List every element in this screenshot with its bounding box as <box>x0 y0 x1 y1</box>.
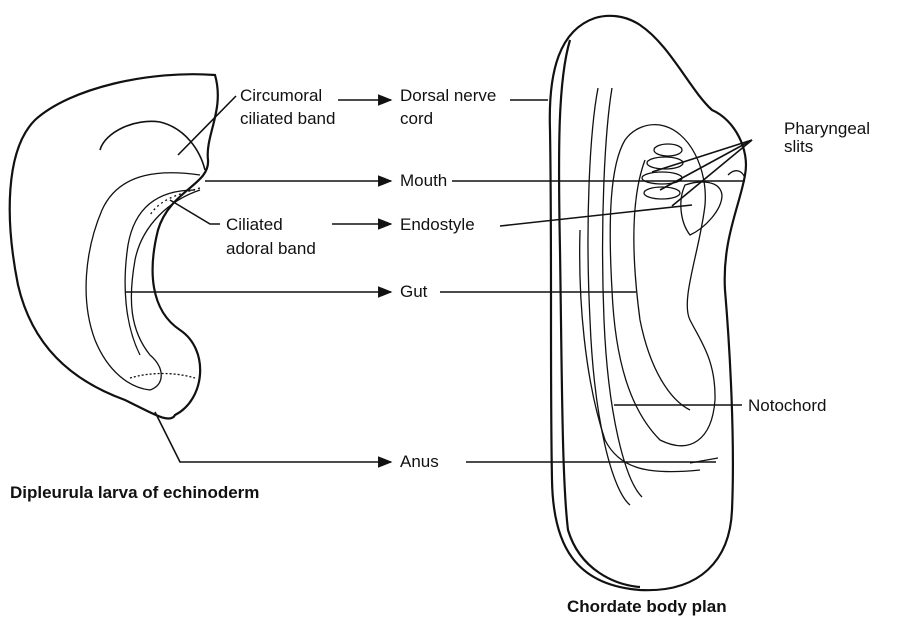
dipleurula-larva <box>10 74 218 418</box>
larva-circumoral-band <box>100 121 205 170</box>
chordate-nerve-cord <box>588 88 630 505</box>
label-notochord: Notochord <box>748 396 826 415</box>
label-anus: Anus <box>400 452 439 471</box>
endostyle-leader <box>500 205 692 226</box>
chordate-body-outline <box>550 16 746 590</box>
label-dorsal-nerve-1: Dorsal nerve <box>400 86 496 105</box>
chordate-notochord <box>580 230 700 472</box>
caption-chordate: Chordate body plan <box>567 597 727 616</box>
label-gut: Gut <box>400 282 428 301</box>
label-dorsal-nerve-2: cord <box>400 109 433 128</box>
label-ciliated-1: Ciliated <box>226 215 283 234</box>
label-circumoral-2: ciliated band <box>240 109 335 128</box>
larva-anal-band <box>130 374 195 379</box>
label-endostyle: Endostyle <box>400 215 475 234</box>
leader-lines <box>125 96 752 462</box>
label-ciliated-2: adoral band <box>226 239 316 258</box>
chordate-mouth <box>728 171 745 178</box>
labels: Circumoral ciliated band Dorsal nerve co… <box>226 86 870 471</box>
label-mouth: Mouth <box>400 171 447 190</box>
label-pharyngeal-1: Pharyngeal <box>784 119 870 138</box>
pharyngeal-slits-shape <box>642 144 683 199</box>
label-circumoral-1: Circumoral <box>240 86 322 105</box>
chordate-gut-outline <box>610 125 715 446</box>
label-pharyngeal-2: slits <box>784 137 813 156</box>
chordate-body <box>550 16 746 590</box>
ciliated-adoral-leader <box>170 200 220 224</box>
anus-arrow <box>155 412 391 462</box>
larva-gut-outer <box>86 173 200 390</box>
larva-body-outline <box>10 74 218 418</box>
circumoral-leader <box>178 96 236 155</box>
chordate-dorsal-edge <box>559 40 640 587</box>
caption-larva: Dipleurula larva of echinoderm <box>10 483 259 502</box>
